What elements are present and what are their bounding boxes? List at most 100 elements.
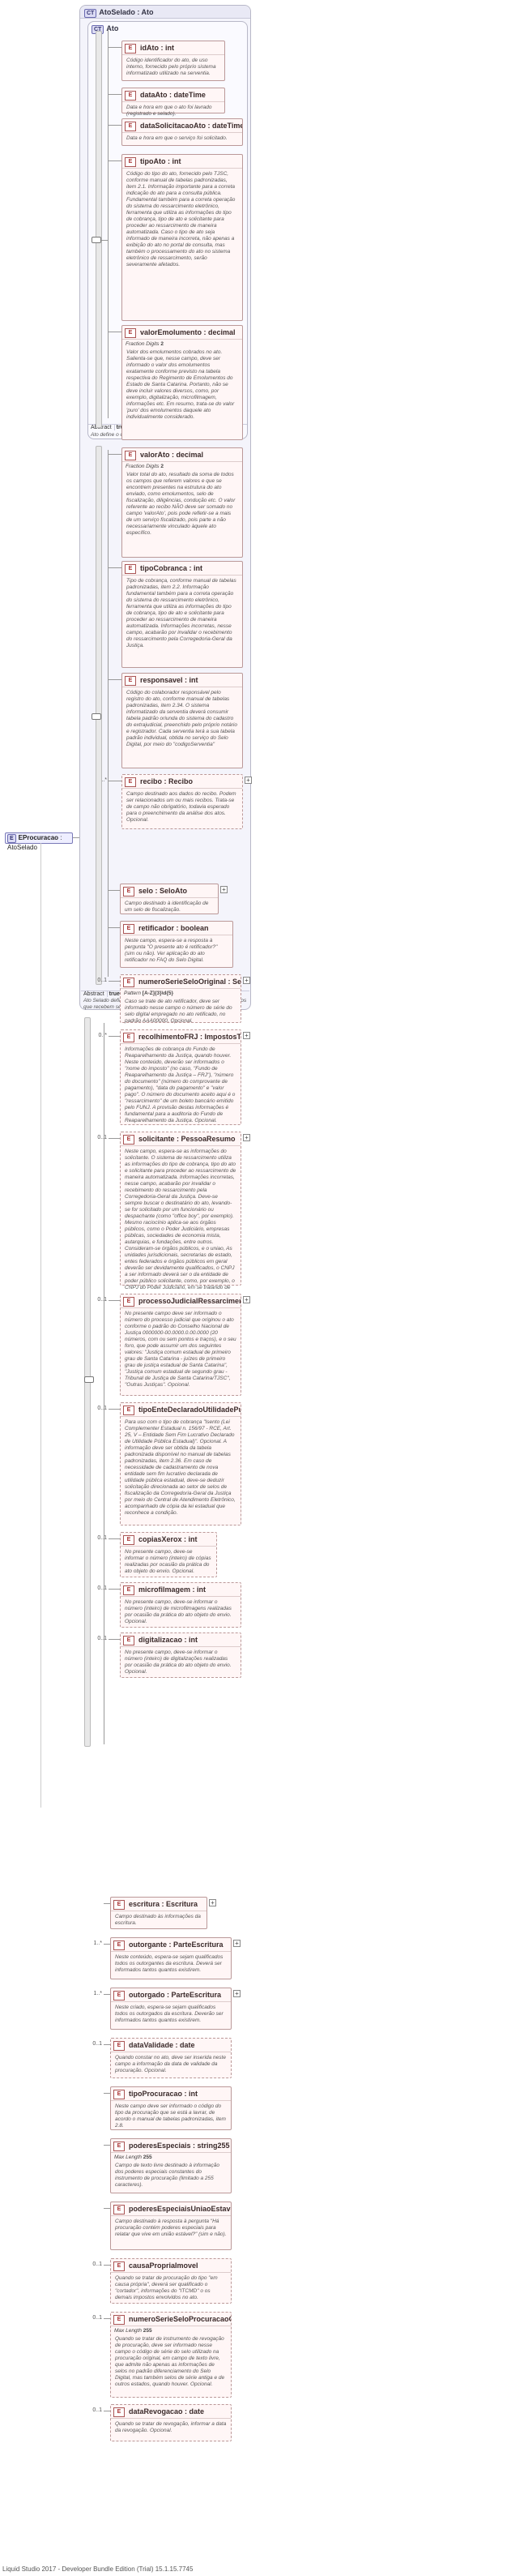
occurrence-label: 0..1 — [97, 1636, 107, 1641]
expand-icon[interactable]: + — [220, 886, 228, 893]
expand-icon[interactable]: + — [209, 1899, 216, 1906]
element-name: solicitante — [138, 1135, 175, 1143]
expand-icon[interactable]: + — [233, 1940, 241, 1947]
element-icon: E — [125, 328, 136, 338]
connector — [104, 1994, 110, 1995]
expand-icon[interactable]: + — [245, 777, 252, 784]
facet-value: 2 — [160, 464, 164, 469]
type-separator: : — [187, 564, 194, 572]
type-separator: : — [165, 157, 172, 165]
type-separator: : — [159, 44, 165, 52]
expand-icon[interactable]: + — [243, 1032, 250, 1039]
expand-icon[interactable]: + — [233, 1990, 241, 1997]
connector — [109, 1036, 120, 1037]
occurrence-label: 0..1 — [97, 1297, 107, 1303]
ato-sequence-icon[interactable] — [92, 237, 101, 243]
element-type: ImpostosTaxasMascaraBoleto — [204, 1033, 241, 1041]
element-type: int — [189, 1636, 198, 1644]
element-type: int — [165, 44, 174, 52]
connector — [104, 2265, 110, 2266]
expand-icon[interactable]: + — [243, 1134, 250, 1141]
element-name: dataRevogacao — [129, 2407, 183, 2416]
element-numeroSerieSeloProcuracaoOrigina[interactable]: EnumeroSerieSeloProcuracaoOrigina : stri… — [110, 2312, 232, 2398]
element-name: digitalizacao — [138, 1636, 183, 1644]
element-type: date — [180, 2041, 195, 2049]
occurrence-label: 0..1 — [97, 1535, 107, 1541]
element-icon: E — [113, 2261, 125, 2271]
element-name: tipoProcuracao — [129, 2090, 183, 2098]
type-separator: : — [169, 451, 177, 459]
occurrence-label: 0..1 — [97, 1406, 107, 1411]
element-documentation: No presente campo, deve-se informar o nú… — [125, 1599, 232, 1624]
facet-value: [A-Z]{3}\d{5} — [142, 991, 174, 996]
selado-sequence-icon[interactable] — [92, 713, 101, 720]
element-tipoEnteDeclaradoUtilidadePublicaE[interactable]: EtipoEnteDeclaradoUtilidadePublicaE : in… — [120, 1402, 241, 1525]
occurrence-label: 0..* — [98, 1033, 107, 1038]
occurrence-label: 0..* — [98, 777, 107, 783]
connector — [104, 2208, 110, 2209]
occurrence-label: 0..1 — [97, 1585, 107, 1591]
element-icon: E — [113, 1991, 125, 2000]
facet-label: Max Length — [114, 2328, 142, 2334]
element-documentation: Valor dos emolumentos cobrados no ato. S… — [126, 349, 235, 420]
element-name: processoJudicialRessarcimento — [138, 1297, 241, 1305]
element-type: Escritura — [166, 1900, 198, 1908]
connector — [109, 1138, 120, 1139]
type-separator: : — [181, 1535, 189, 1543]
occurrence-label: 1..* — [93, 1941, 102, 1946]
element-documentation: Quando constar no ato, deve ser inserida… — [115, 2055, 226, 2073]
connector — [109, 567, 121, 568]
element-documentation: Campo destinado à resposta à pergunta "H… — [115, 2219, 227, 2237]
element-icon: E — [125, 451, 136, 460]
element-documentation: Código do colaborador responsável pelo r… — [126, 690, 237, 747]
element-icon: E — [123, 887, 134, 896]
element-type: int — [172, 157, 181, 165]
element-type: int — [194, 564, 203, 572]
type-separator: : — [167, 1941, 173, 1949]
element-icon: E — [113, 2142, 125, 2151]
element-type: ParteEscritura — [171, 1991, 222, 1999]
procuracao-sequence-icon[interactable] — [84, 1376, 94, 1383]
element-documentation: No presente campo, deve-se informar o nú… — [125, 1549, 211, 1574]
element-documentation: No presente campo, deve-se informar o nú… — [125, 1650, 232, 1675]
element-icon: E — [123, 1406, 134, 1415]
expand-icon[interactable]: + — [243, 1296, 250, 1303]
expand-icon[interactable]: + — [243, 977, 250, 984]
